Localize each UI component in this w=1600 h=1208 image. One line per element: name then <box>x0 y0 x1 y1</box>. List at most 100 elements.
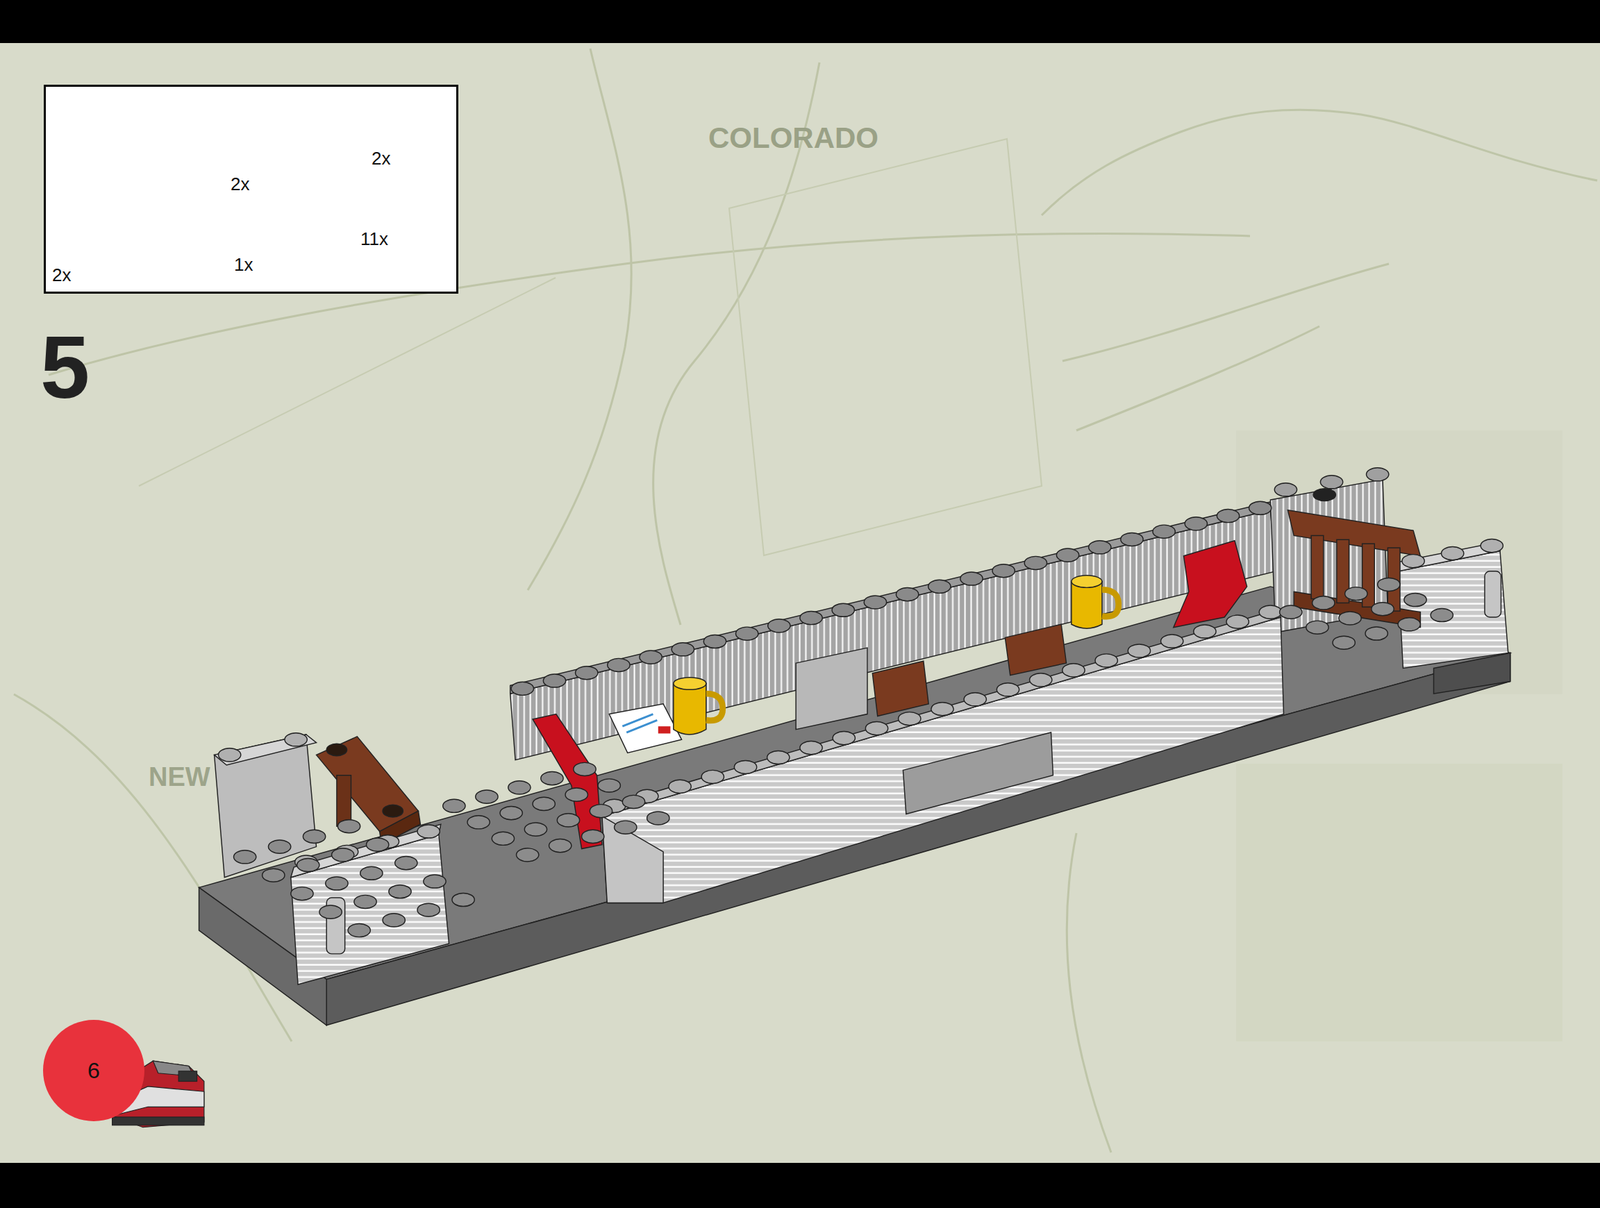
brick-stud <box>1088 540 1112 555</box>
brick-stud <box>565 788 588 802</box>
brick-stud <box>366 838 389 852</box>
brick-stud <box>931 702 954 716</box>
brick-stud <box>1249 501 1272 515</box>
brick-stud <box>360 866 383 880</box>
brick-stud <box>417 903 440 917</box>
brick-stud <box>668 779 691 794</box>
map-state-name: COLORADO <box>708 123 879 153</box>
brick-stud <box>735 627 758 641</box>
brick-stud <box>1312 596 1335 610</box>
brick-stud <box>319 905 342 919</box>
brick-stud <box>543 674 566 688</box>
brick-stud <box>865 722 888 736</box>
brick-stud <box>452 893 475 907</box>
brick-stud <box>767 750 790 764</box>
part-quantity: 11x <box>360 228 389 250</box>
brick-stud <box>475 790 498 804</box>
brick-stud <box>1332 636 1355 650</box>
brick-stud <box>1366 468 1389 482</box>
brick-stud <box>647 811 670 825</box>
brick-stud <box>1377 577 1400 591</box>
brick-stud <box>928 579 951 594</box>
brick-stud <box>524 822 547 837</box>
bottom-bar <box>0 1163 1600 1208</box>
part-quantity: 1x <box>234 254 253 276</box>
brick-stud <box>622 795 645 809</box>
brick-stud <box>992 564 1015 578</box>
step-number: 5 <box>40 322 90 412</box>
brick-stud <box>1404 593 1427 607</box>
page-number-circle: 6 <box>43 1020 145 1122</box>
brick-stud <box>1371 602 1394 616</box>
brick-stud <box>417 825 440 839</box>
brick-stud <box>581 829 605 844</box>
brick-stud <box>268 840 291 854</box>
brick-stud <box>1430 608 1453 622</box>
brick-stud <box>532 797 555 811</box>
brick-stud <box>540 772 564 786</box>
brick-stud <box>639 650 662 664</box>
brick-stud <box>1441 547 1464 561</box>
part-quantity: 2x <box>52 264 71 287</box>
brick-studs <box>218 468 1503 938</box>
page-number: 6 <box>87 1058 100 1085</box>
brick-stud <box>1216 509 1239 523</box>
brick-stud <box>800 741 823 755</box>
brick-stud <box>703 634 726 648</box>
brick-stud <box>290 887 314 901</box>
brick-stud <box>423 875 446 889</box>
map-background <box>13 48 1598 1153</box>
brick-stud <box>1095 654 1118 668</box>
brick-stud <box>1127 644 1150 658</box>
brick-stud <box>768 619 791 633</box>
brick-stud <box>262 868 285 882</box>
brick-stud <box>1152 525 1175 539</box>
brick-stud <box>467 815 490 830</box>
brick-stud <box>354 895 377 909</box>
brick-stud <box>1320 475 1343 489</box>
brick-stud <box>614 820 637 835</box>
top-bar <box>0 0 1600 44</box>
brick-stud <box>284 733 307 747</box>
brick-stud <box>297 858 320 872</box>
brick-stud <box>863 595 887 610</box>
brick-stud <box>511 681 534 696</box>
brick-stud <box>1056 548 1079 562</box>
brick-stud <box>1193 625 1216 639</box>
brick-stud <box>382 913 405 928</box>
brick-stud <box>337 820 360 834</box>
brick-stud <box>963 693 987 707</box>
brick-stud <box>1259 605 1282 619</box>
brick-stud <box>347 924 371 938</box>
brick-stud <box>898 712 921 726</box>
brick-stud <box>597 779 621 793</box>
brick-stud <box>575 666 598 680</box>
brick-stud <box>1480 539 1503 553</box>
brick-stud <box>218 748 241 762</box>
map-state-name: NEW <box>148 763 211 791</box>
part-quantity: 2x <box>371 147 391 170</box>
brick-stud <box>800 611 823 625</box>
brick-stud <box>1161 634 1184 648</box>
brick-stud <box>831 603 855 617</box>
brick-stud <box>388 885 412 899</box>
brick-stud <box>1402 554 1425 569</box>
brick-stud <box>1184 517 1207 531</box>
brick-stud <box>1306 620 1329 635</box>
brick-stud <box>331 848 355 862</box>
brick-stud <box>1029 673 1053 687</box>
brick-stud <box>607 658 630 672</box>
brick-stud <box>589 804 612 819</box>
parts-callout-box: 2x2x11x1x2x <box>43 84 459 294</box>
brick-stud <box>233 850 256 864</box>
brick-stud <box>508 781 531 795</box>
brick-stud <box>1279 605 1303 619</box>
brick-stud <box>895 588 919 602</box>
brick-stud <box>1024 556 1047 570</box>
brick-stud <box>302 829 325 844</box>
brick-stud <box>1338 611 1362 625</box>
brick-stud <box>443 799 466 813</box>
brick-stud <box>556 813 580 828</box>
brick-stud <box>1397 618 1421 632</box>
